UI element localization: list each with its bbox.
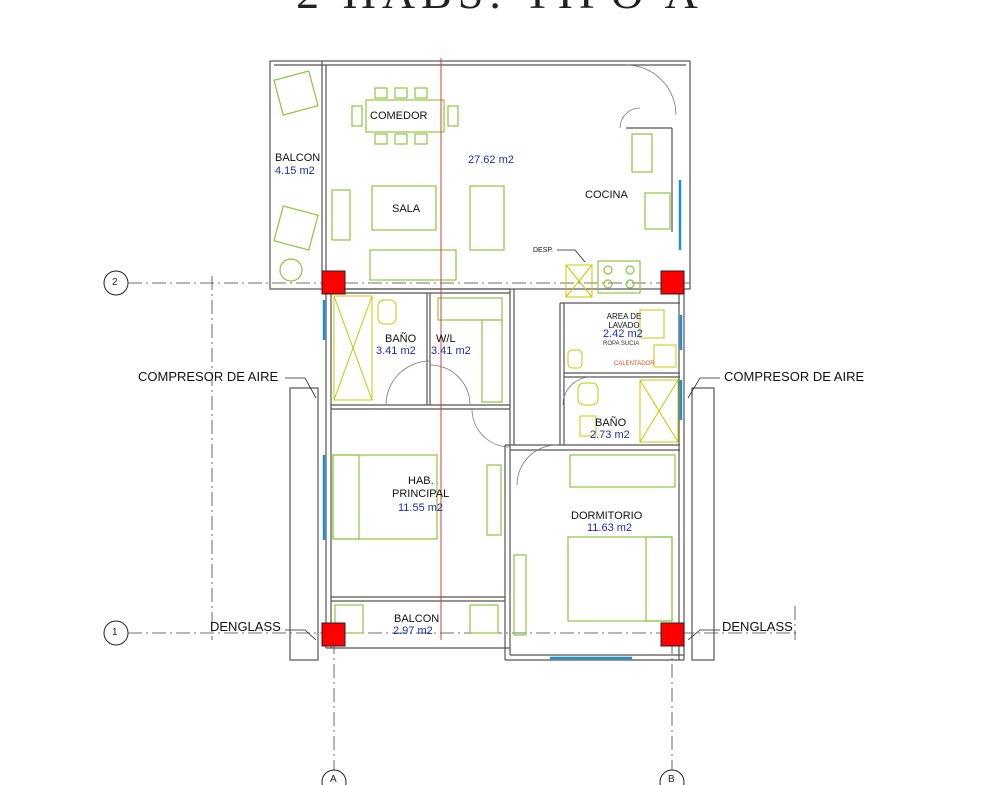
grid-lines [128,276,800,775]
label-desp: DESP. [533,247,554,254]
label-balcon-bottom: BALCON [394,613,440,625]
label-bano-2: BAÑO [595,417,627,429]
area-bano-1: 3.41 m2 [376,345,416,357]
door-swings [385,64,677,486]
label-cocina: COCINA [585,189,628,201]
area-lavado: 2.42 m2 [603,328,643,340]
windows [322,180,683,660]
area-hab-principal: 11.55 m2 [398,502,444,514]
label-hab-principal-2: PRINCIPAL [392,488,450,500]
area-bano-2: 2.73 m2 [590,429,630,441]
label-wl: W/L [436,333,456,345]
walls [269,60,715,661]
furniture [273,70,676,636]
label-bano-1: BAÑO [385,333,417,345]
leader-lines [285,249,720,641]
grid-axis-a: A [330,774,337,785]
grid-axis-b: B [668,774,675,785]
label-hab-principal-1: HAB. [408,475,434,487]
label-calentador: CALENTADOR [614,361,655,367]
annotation-denglass-left: DENGLASS [210,619,281,634]
area-dormitorio: 11.63 m2 [587,522,633,534]
label-dormitorio: DORMITORIO [571,510,643,522]
fixtures [333,264,679,443]
area-balcon-bottom: 2.97 m2 [393,625,433,637]
area-wl: 3.41 m2 [431,345,471,357]
label-area-lavado: AREA DE LAVADO [606,312,642,330]
plan-title: 2 HABS. TIPO A [0,0,1000,19]
annotation-denglass-right: DENGLASS [722,619,793,634]
grid-bubbles [103,270,685,785]
area-balcon-top: 4.15 m2 [275,165,315,177]
structural-columns [321,270,685,647]
annotation-compresor-right: COMPRESOR DE AIRE [724,369,865,384]
label-comedor: COMEDOR [370,110,428,122]
label-ropa-sucia: ROPA SUCIA [603,341,640,347]
grid-axis-1: 1 [112,627,118,638]
label-balcon-top: BALCON [275,152,321,164]
annotation-compresor-left: COMPRESOR DE AIRE [138,369,279,384]
label-sala: SALA [392,203,421,215]
grid-axis-2: 2 [112,277,118,288]
area-sala: 27.62 m2 [468,154,514,166]
